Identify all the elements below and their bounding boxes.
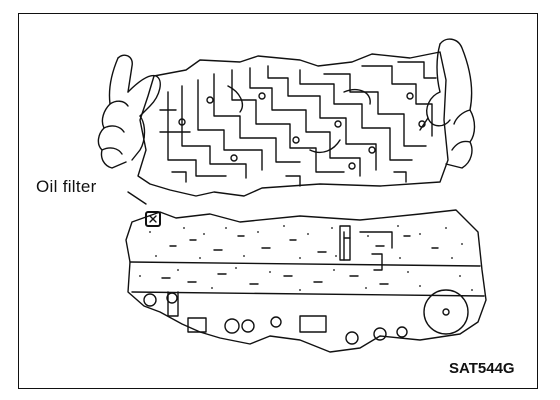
right-hand-drawing	[419, 38, 476, 169]
oil-filter-callout	[127, 191, 161, 227]
valve-body-stipple	[139, 225, 473, 291]
figure-frame	[18, 13, 538, 389]
oil-filter-label: Oil filter	[36, 177, 97, 196]
left-hand-drawing	[97, 54, 161, 169]
separator-plate	[137, 51, 449, 197]
control-valve-body	[125, 209, 487, 353]
figure-code: SAT544G	[449, 360, 515, 377]
